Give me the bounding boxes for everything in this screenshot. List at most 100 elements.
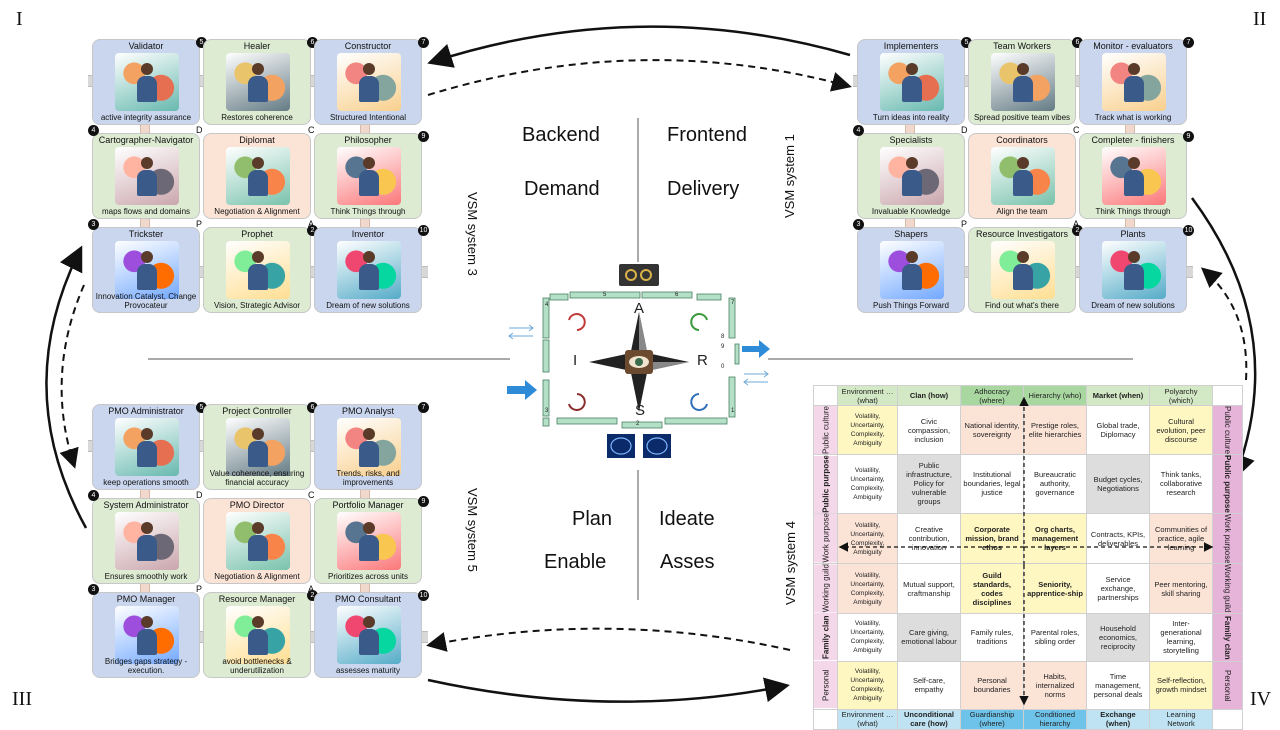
culture-matrix: Environment … (what) Clan (how) Adhocrac… bbox=[813, 385, 1243, 730]
role-number-badge: 5 bbox=[196, 37, 207, 48]
role-illustration bbox=[226, 606, 290, 664]
frame-number: 7 bbox=[731, 300, 735, 306]
compass-west-label: I bbox=[573, 352, 578, 369]
matrix-row-label-right: Work purpose bbox=[1212, 512, 1243, 565]
role-caption: Dream of new solutions bbox=[1091, 301, 1175, 310]
role-caption: Align the team bbox=[996, 207, 1048, 216]
matrix-corner bbox=[1212, 385, 1243, 406]
role-number-badge: 10 bbox=[418, 590, 429, 601]
role-illustration bbox=[880, 241, 944, 299]
role-title: Validator bbox=[128, 41, 164, 51]
matrix-cell: Inter-generational learning, storytellin… bbox=[1149, 612, 1213, 662]
role-title: Plants bbox=[1120, 229, 1146, 239]
corner-label-ii: II bbox=[1253, 8, 1267, 30]
matrix-cell: Think tanks, collaborative research bbox=[1149, 454, 1213, 514]
matrix-cell: Communities of practice, agile learning bbox=[1149, 512, 1213, 565]
frame-number: 0 bbox=[721, 364, 725, 370]
matrix-cell: Corporate mission, brand ethos bbox=[960, 512, 1024, 565]
quadrant-letter-p: P bbox=[196, 584, 203, 594]
role-illustration bbox=[991, 241, 1055, 299]
quadrant-letter-a: A bbox=[308, 584, 315, 594]
label-frontend: Frontend bbox=[667, 124, 748, 146]
role-caption: Think Things through bbox=[330, 207, 406, 216]
role-number-badge: 6 bbox=[1072, 37, 1083, 48]
role-number-badge: 7 bbox=[1183, 37, 1194, 48]
role-number-badge: 5 bbox=[961, 37, 972, 48]
matrix-row-label-right: Public purpose bbox=[1212, 454, 1243, 514]
quadrant-letter-c: C bbox=[308, 490, 315, 500]
role-number-badge: 4 bbox=[88, 490, 99, 501]
label-plan: Plan bbox=[572, 508, 613, 530]
vsm-system-1-label: VSM system 1 bbox=[782, 134, 797, 218]
matrix-cell: Household economics, reciprocity bbox=[1086, 612, 1150, 662]
role-illustration bbox=[115, 53, 179, 111]
matrix-env-cell: Volatility, Uncertainty, Complexity, Amb… bbox=[837, 454, 898, 514]
role-number-badge: 10 bbox=[1183, 225, 1194, 236]
role-illustration bbox=[991, 147, 1055, 205]
label-enable: Enable bbox=[544, 551, 607, 573]
role-illustration bbox=[226, 418, 290, 476]
frame-number: 1 bbox=[731, 408, 735, 414]
role-title: System Administrator bbox=[103, 500, 189, 510]
role-title: Diplomat bbox=[239, 135, 275, 145]
label-demand: Demand bbox=[524, 178, 600, 200]
role-caption: avoid bottlenecks & underutilization bbox=[222, 657, 292, 675]
role-title: Inventor bbox=[351, 229, 385, 239]
role-illustration bbox=[1102, 241, 1166, 299]
matrix-cell: Global trade, Diplomacy bbox=[1086, 404, 1150, 456]
role-caption: Turn ideas into reality bbox=[872, 113, 950, 122]
role-caption: Bridges gaps strategy - execution. bbox=[104, 657, 188, 675]
role-title: Prophet bbox=[241, 229, 273, 239]
role-title: PMO Manager bbox=[116, 594, 176, 604]
frame-number: 8 bbox=[721, 334, 725, 340]
role-title: Philosopher bbox=[344, 135, 392, 145]
matrix-col-header: Market (when) bbox=[1086, 385, 1150, 406]
role-number-badge: 7 bbox=[418, 402, 429, 413]
role-title: PMO Analyst bbox=[341, 406, 395, 416]
role-caption: Dream of new solutions bbox=[326, 301, 410, 310]
role-title: Shapers bbox=[894, 229, 928, 239]
role-title: Implementers bbox=[883, 41, 939, 51]
matrix-col-header: Clan (how) bbox=[897, 385, 961, 406]
quadrant-letter-p: P bbox=[196, 219, 203, 229]
frame-number: 2 bbox=[636, 421, 640, 427]
compass-south-label: S bbox=[635, 402, 646, 419]
compass-east-label: R bbox=[697, 352, 708, 369]
matrix-cell: Cultural evolution, peer discourse bbox=[1149, 404, 1213, 456]
quadrant-letter-c: C bbox=[1073, 125, 1080, 135]
matrix-cell: Time management, personal deals bbox=[1086, 660, 1150, 710]
role-illustration bbox=[115, 147, 179, 205]
matrix-cell: Care giving, emotional labour bbox=[897, 612, 961, 662]
label-asses: Asses bbox=[660, 551, 715, 573]
role-illustration bbox=[337, 418, 401, 476]
frame-number: 6 bbox=[675, 292, 679, 298]
role-number-badge: 3 bbox=[88, 584, 99, 595]
role-title: Constructor bbox=[344, 41, 392, 51]
role-illustration bbox=[337, 147, 401, 205]
role-title: Healer bbox=[243, 41, 271, 51]
role-number-badge: 7 bbox=[418, 37, 429, 48]
compass-frame bbox=[507, 264, 770, 458]
vsm-system-4-label: VSM system 4 bbox=[783, 521, 798, 605]
role-caption: Push Things Forward bbox=[873, 301, 949, 310]
role-number-badge: 6 bbox=[307, 37, 318, 48]
matrix-cell: Civic compassion, inclusion bbox=[897, 404, 961, 456]
matrix-row-label-right: Personal bbox=[1212, 660, 1243, 710]
matrix-cell: Bureaucratic authority, governance bbox=[1023, 454, 1087, 514]
frame-number: 3 bbox=[545, 408, 549, 414]
matrix-cell: Habits, internalized norms bbox=[1023, 660, 1087, 710]
role-illustration bbox=[226, 53, 290, 111]
